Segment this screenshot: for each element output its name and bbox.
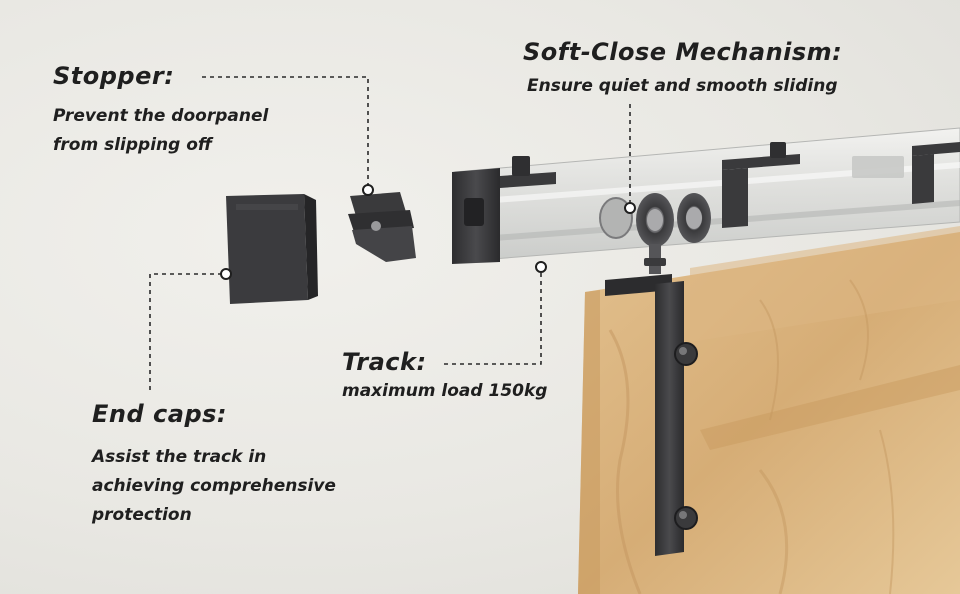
track-desc-line-1: maximum load 150kg bbox=[342, 381, 548, 401]
track-title: Track: bbox=[342, 348, 427, 376]
end-caps-desc-line-3: protection bbox=[92, 505, 192, 525]
stopper-title: Stopper: bbox=[53, 62, 175, 90]
end-caps-desc-line-2: achieving comprehensive bbox=[92, 476, 336, 496]
stopper-part bbox=[348, 192, 416, 262]
door-strap-hanger bbox=[605, 274, 698, 556]
stopper-desc-line-2: from slipping off bbox=[53, 135, 213, 155]
end-cap-part bbox=[226, 194, 318, 304]
stopper-desc-line-1: Prevent the doorpanel bbox=[53, 106, 269, 126]
leader-dots bbox=[220, 184, 636, 280]
soft-close-title: Soft-Close Mechanism: bbox=[523, 38, 843, 66]
leader-lines bbox=[149, 76, 631, 390]
soft-close-desc-line-1: Ensure quiet and smooth sliding bbox=[527, 76, 838, 96]
end-caps-desc-line-1: Assist the track in bbox=[92, 447, 267, 467]
soft-close-rollers bbox=[599, 193, 711, 274]
end-caps-title: End caps: bbox=[92, 400, 227, 428]
